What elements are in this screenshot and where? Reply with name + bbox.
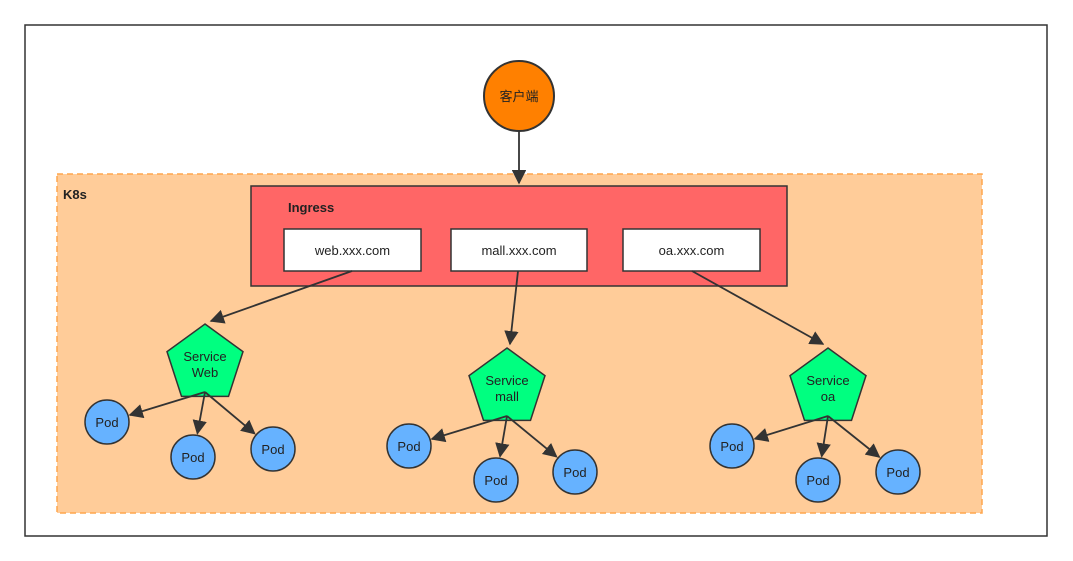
arrow-oa-service [691, 270, 825, 345]
host-web-label: web.xxx.com [314, 243, 390, 258]
pod-web-3-label: Pod [261, 442, 284, 457]
pod-web-2-label: Pod [181, 450, 204, 465]
pod-web-1-label: Pod [95, 415, 118, 430]
pod-oa-3-shape [875, 449, 921, 495]
arrow-service-web-pod-1 [128, 391, 206, 419]
arrow-service-web-pod-3 [204, 391, 256, 435]
service-mall-line2: mall [495, 389, 519, 404]
pod-oa-2-label: Pod [806, 473, 829, 488]
pod-web-1: Pod [84, 399, 130, 445]
pod-mall-1: Pod [386, 423, 432, 469]
pod-oa-1: Pod [709, 423, 755, 469]
pod-oa-3-label: Pod [886, 465, 909, 480]
pod-web-1-shape [84, 399, 130, 445]
ingress-host-mall: mall.xxx.com [450, 228, 588, 272]
client-node: 客户端 [483, 60, 555, 132]
arrow-service-mall-pod-3 [506, 415, 558, 458]
service-oa-line2: oa [821, 389, 836, 404]
service-oa-line1: Service [806, 373, 849, 388]
ingress-host-web: web.xxx.com [283, 228, 422, 272]
pod-mall-3-label: Pod [563, 465, 586, 480]
pod-web-2: Pod [170, 434, 216, 480]
arrow-mall-service [504, 270, 519, 346]
pod-oa-1-shape [709, 423, 755, 469]
service-web-line2: Web [192, 365, 219, 380]
pod-mall-2-label: Pod [484, 473, 507, 488]
arrow-service-web-pod-2 [192, 391, 207, 435]
service-web-line1: Service [183, 349, 226, 364]
pod-mall-2-shape [473, 457, 519, 503]
arrow-service-mall-pod-1 [430, 415, 508, 443]
pod-oa-3: Pod [875, 449, 921, 495]
pod-web-3-shape [250, 426, 296, 472]
arrow-web-service [209, 270, 353, 324]
pod-mall-2: Pod [473, 457, 519, 503]
arrow-service-oa-pod-2 [816, 415, 831, 458]
ingress-label: Ingress [288, 200, 334, 215]
k8s-label: K8s [63, 187, 87, 202]
arrow-service-mall-pod-2 [495, 415, 510, 458]
arrow-service-oa-pod-3 [827, 415, 881, 458]
service-mall-line1: Service [485, 373, 528, 388]
pod-web-3: Pod [250, 426, 296, 472]
pod-oa-1-label: Pod [720, 439, 743, 454]
pod-oa-2: Pod [795, 457, 841, 503]
pod-mall-1-shape [386, 423, 432, 469]
host-oa-label: oa.xxx.com [659, 243, 725, 258]
client-label: 客户端 [499, 89, 538, 104]
pod-web-2-shape [170, 434, 216, 480]
host-mall-label: mall.xxx.com [481, 243, 556, 258]
pod-mall-3: Pod [552, 449, 598, 495]
pod-mall-3-shape [552, 449, 598, 495]
pod-oa-2-shape [795, 457, 841, 503]
ingress-host-oa: oa.xxx.com [622, 228, 761, 272]
arrow-service-oa-pod-1 [753, 415, 829, 442]
pod-mall-1-label: Pod [397, 439, 420, 454]
